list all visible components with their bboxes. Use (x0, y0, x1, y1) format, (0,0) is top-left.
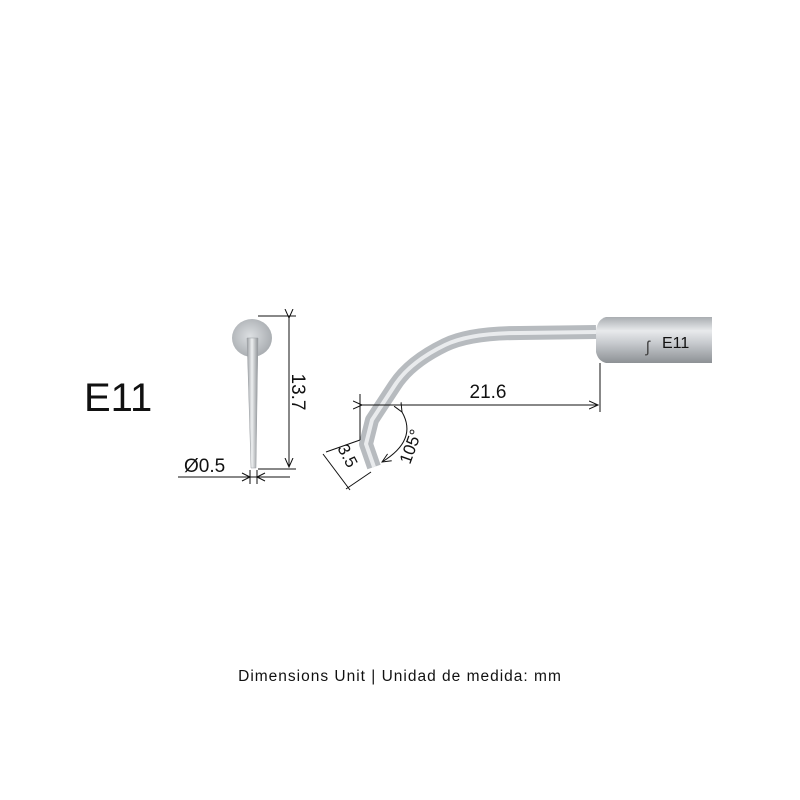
tip-length-label: 3.5 (333, 441, 361, 471)
tip-engraving: E11 (662, 335, 689, 352)
tip-neck (596, 317, 628, 363)
front-view: E11 ʃ 21.6 105° 3.5 (322, 317, 712, 491)
side-view: 13.7 Ø0.5 (178, 316, 308, 484)
angle-label: 105° (396, 427, 426, 467)
logo-icon: ʃ (645, 339, 651, 356)
tip-body (628, 317, 712, 363)
horizontal-length-label: 21.6 (470, 382, 507, 403)
side-view-shaft (246, 337, 259, 469)
diameter-label: Ø0.5 (184, 456, 225, 477)
units-footnote: Dimensions Unit | Unidad de medida: mm (238, 668, 562, 685)
model-label: E11 (84, 376, 153, 420)
side-length-label: 13.7 (287, 374, 308, 411)
